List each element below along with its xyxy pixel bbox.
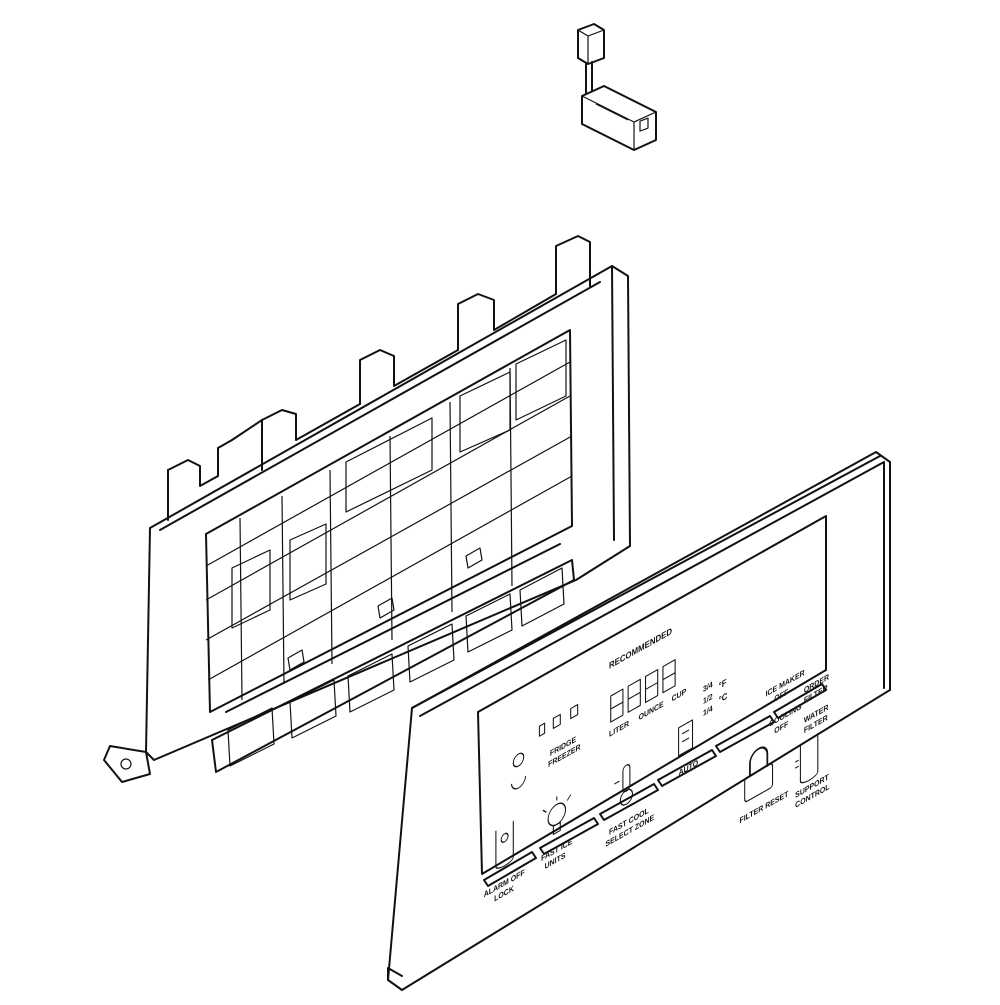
auto-indicator-icon	[678, 719, 694, 757]
wire-connector-assembly	[577, 23, 657, 151]
thermometer-icon	[614, 764, 634, 806]
label-frac-1-4: 1/4	[703, 703, 713, 718]
lock-icon	[744, 746, 774, 803]
bulb-icon	[542, 794, 572, 836]
connector-plug-icon	[577, 23, 605, 65]
alarm-cup-icon	[495, 820, 514, 869]
fast-ice-button[interactable]	[539, 817, 599, 855]
label-deg-c: °C	[719, 690, 728, 705]
auto-button[interactable]	[657, 749, 717, 787]
sensor-module	[581, 85, 657, 151]
support-control-button[interactable]	[773, 683, 827, 719]
label-deg-f: °F	[719, 677, 727, 692]
filter-reset-button[interactable]	[715, 715, 775, 753]
filter-cup-icon	[795, 735, 819, 784]
label-frac-1-2: 1/2	[703, 691, 713, 706]
button-rail-slots	[227, 567, 565, 767]
control-housing-frame	[103, 235, 631, 783]
water-drop-icon	[511, 752, 527, 790]
display-window	[477, 515, 827, 875]
alarm-lock-button[interactable]	[483, 851, 537, 887]
display-panel: RECOMMENDED 3/4 1/2 1/4 °F °C ICE MAKER …	[387, 451, 891, 991]
label-filter-reset: FILTER RESET	[740, 789, 789, 826]
segment-digits	[610, 659, 676, 723]
label-frac-3-4: 3/4	[703, 679, 713, 694]
